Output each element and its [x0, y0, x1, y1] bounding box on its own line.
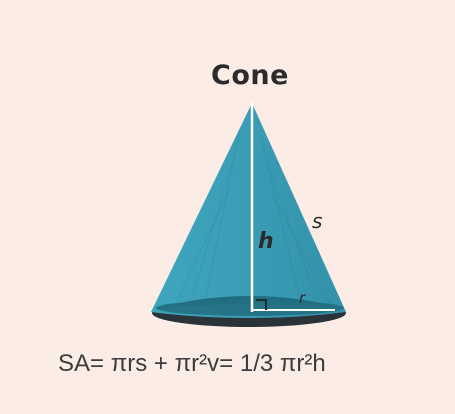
- height-label: h: [258, 229, 274, 254]
- volume-formula: v= 1/3 πr²h: [207, 350, 326, 377]
- cone-body: [151, 103, 346, 318]
- surface-area-formula: SA= πrs + πr²: [58, 350, 208, 377]
- cone-base-top: [156, 300, 344, 316]
- slant-label: s: [312, 209, 322, 233]
- radius-label: r: [299, 289, 306, 307]
- formula-line: SA= πrs + πr²v= 1/3 πr²h: [58, 350, 448, 378]
- right-angle-mark: [256, 299, 267, 310]
- diagram-title: Cone: [211, 60, 289, 91]
- cone-texture: [174, 129, 331, 306]
